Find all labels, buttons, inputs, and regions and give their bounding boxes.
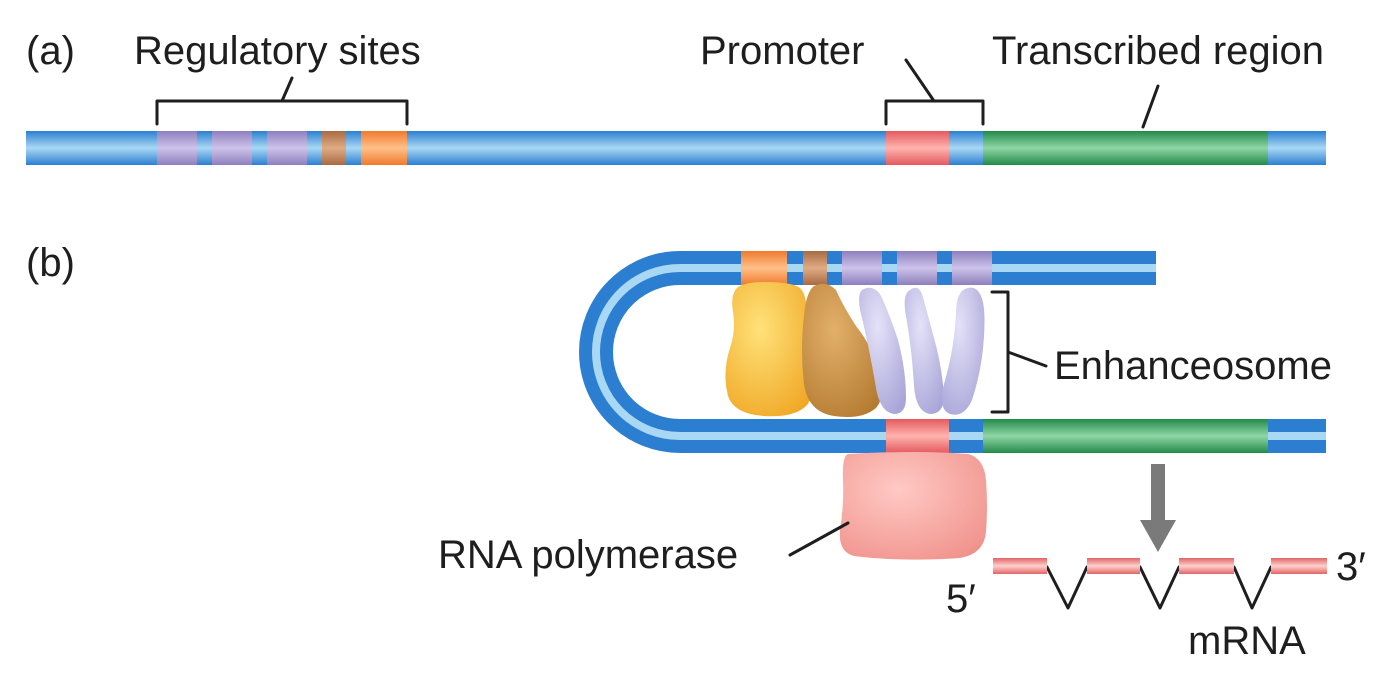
intron-loop-2 (1138, 565, 1181, 610)
regulatory-site-3 (267, 131, 307, 165)
regulatory-site-1 (157, 131, 197, 165)
exon-2 (1087, 558, 1140, 574)
activator-protein-yellow (725, 282, 813, 417)
loop-site-purple-3 (952, 251, 992, 285)
rna-polymerase (839, 452, 987, 560)
three-prime-label: 3′ (1336, 545, 1366, 589)
five-prime-label: 5′ (946, 577, 976, 621)
regulatory-site-2 (212, 131, 252, 165)
loop-promoter-segment (886, 419, 949, 453)
regulatory-site-4 (322, 131, 346, 165)
transcription-arrow (1140, 464, 1176, 552)
promoter-segment (886, 131, 949, 165)
exon-4 (1271, 558, 1327, 574)
transcribed-region-leader (1141, 84, 1160, 129)
panel-a: (a) Regulatory sites Promoter Transcribe… (26, 29, 1326, 165)
loop-site-brown (803, 251, 827, 285)
activator-protein-lilac-1 (859, 287, 906, 414)
transcribed-region-label: Transcribed region (992, 29, 1324, 73)
transcription-arrow-head (1140, 520, 1176, 552)
regulatory-sites-label: Regulatory sites (134, 29, 421, 73)
enhanceosome-label: Enhanceosome (1054, 344, 1332, 388)
enhanceosome-bracket (990, 290, 1048, 414)
rna-polymerase-label: RNA polymerase (438, 533, 738, 577)
transcribed-region-segment (983, 131, 1268, 165)
mrna-label: mRNA (1188, 619, 1306, 663)
promoter-bracket (884, 58, 985, 126)
panel-b-label: (b) (26, 241, 75, 285)
loop-site-orange (741, 251, 787, 285)
dna-loop-highlight (592, 264, 1326, 440)
panel-b: (b) Enhanceosome RNA polymerase (26, 241, 1366, 663)
exon-1 (993, 558, 1047, 574)
loop-site-purple-2 (897, 251, 937, 285)
mrna (993, 558, 1327, 610)
loop-site-purple-1 (842, 251, 882, 285)
enhanceosome-proteins (725, 282, 985, 417)
transcription-arrow-shaft (1151, 464, 1165, 524)
dna-loop (579, 251, 1326, 453)
dna-strand-a (26, 131, 1326, 165)
loop-transcribed-segment (983, 419, 1268, 453)
activator-protein-brown (802, 283, 883, 417)
regulatory-sites-bracket (155, 76, 409, 126)
intron-loop-1 (1045, 565, 1089, 610)
regulatory-site-5 (361, 131, 407, 165)
panel-a-label: (a) (26, 29, 75, 73)
activator-protein-lilac-2 (904, 287, 944, 414)
rna-polymerase-leader (788, 521, 850, 557)
activator-protein-lilac-3 (942, 287, 985, 415)
exon-3 (1179, 558, 1234, 574)
intron-loop-3 (1232, 565, 1273, 610)
promoter-label: Promoter (700, 29, 865, 73)
